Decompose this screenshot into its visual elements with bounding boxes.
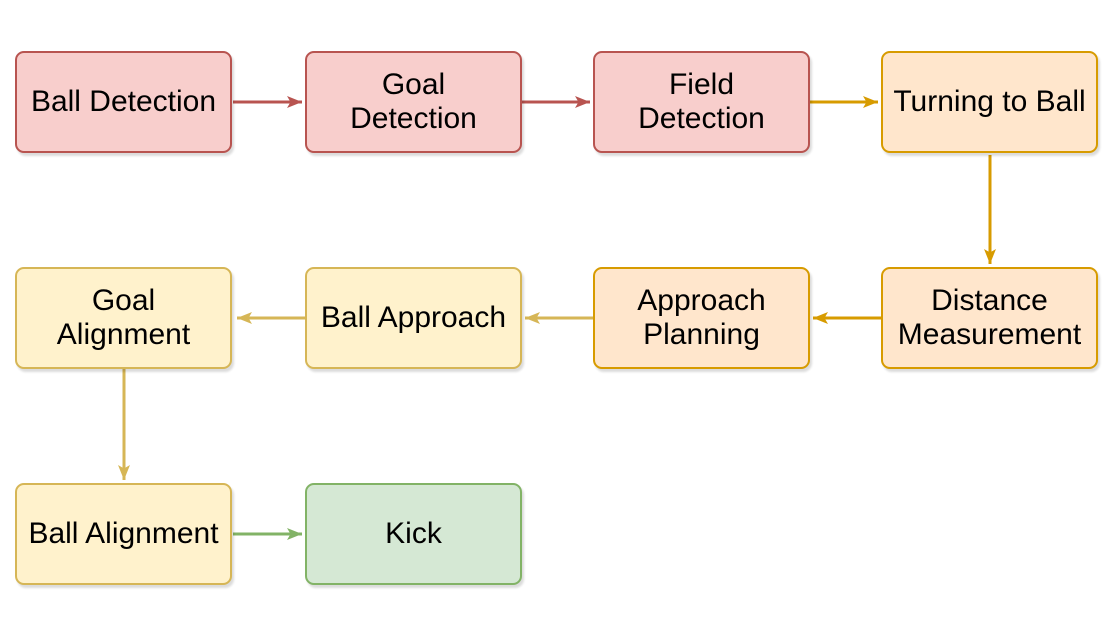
node-goal-alignment: Goal Alignment — [15, 267, 232, 369]
node-label: Approach Planning — [637, 283, 766, 352]
node-goal-detection: Goal Detection — [305, 51, 522, 153]
node-label: Goal Detection — [350, 67, 477, 136]
node-label: Ball Alignment — [28, 516, 219, 550]
node-label: Turning to Ball — [893, 84, 1086, 118]
node-field-detection: Field Detection — [593, 51, 810, 153]
node-label: Ball Approach — [320, 300, 507, 334]
node-distance-measurement: Distance Measurement — [881, 267, 1098, 369]
node-label: Distance Measurement — [897, 283, 1082, 352]
node-label: Ball Detection — [30, 84, 217, 118]
node-ball-alignment: Ball Alignment — [15, 483, 232, 585]
node-ball-detection: Ball Detection — [15, 51, 232, 153]
node-kick: Kick — [305, 483, 522, 585]
node-ball-approach: Ball Approach — [305, 267, 522, 369]
node-label: Field Detection — [638, 67, 765, 136]
node-label: Goal Alignment — [56, 283, 191, 352]
node-turning-to-ball: Turning to Ball — [881, 51, 1098, 153]
node-label: Kick — [385, 516, 442, 550]
node-approach-planning: Approach Planning — [593, 267, 810, 369]
